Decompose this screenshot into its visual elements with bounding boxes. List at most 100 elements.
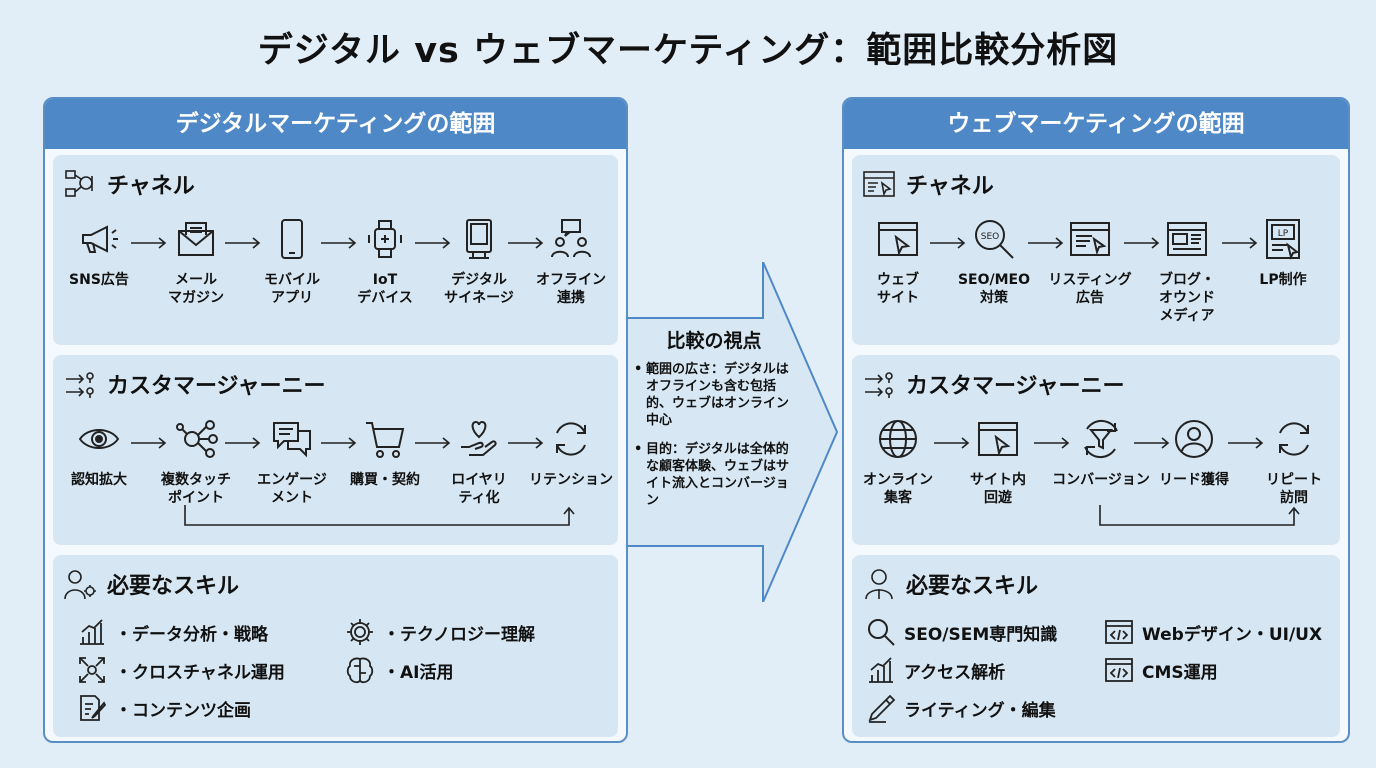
comparison-title: 比較の視点 (666, 330, 762, 352)
step-label: ロイヤリ ティ化 (451, 472, 507, 506)
flow-arrow (225, 437, 261, 449)
step-label: LP制作 (1259, 272, 1307, 288)
seo-magnifier-icon: SEO (975, 220, 1014, 259)
code-window-icon (1105, 620, 1133, 644)
web-skills-section: 必要なスキル SEO/SEM専門知識 Webデザイン・UI/UX アクセス解析 … (852, 555, 1340, 737)
skill-writing-editing: ライティング・編集 (866, 693, 1056, 723)
eye-icon (78, 429, 120, 449)
cross-channel-icon (79, 657, 105, 683)
step-awareness: 認知拡大 (53, 417, 145, 489)
step-lp-production: LP LP制作 (1237, 217, 1329, 289)
step-label: メール マガジン (168, 272, 224, 306)
flow-arrow (415, 237, 451, 249)
step-mail-magazine: メール マガジン (150, 217, 242, 307)
skill-label: SEO/SEM専門知識 (904, 624, 1058, 645)
browser-window-icon (863, 171, 895, 197)
step-conversion: コンバージョン (1046, 417, 1156, 489)
skill-label: ・コンテンツ企画 (115, 700, 251, 721)
comparison-point: •範囲の広さ：デジタルはオフラインも含む包括的、ウェブはオンライン中心 (634, 361, 794, 429)
digital-skills-section: 必要なスキル ・データ分析・戦略 ・テクノロジー理解 ・クロスチャネル運用 ・A… (53, 555, 618, 737)
refresh-icon (556, 422, 586, 456)
browser-cursor-icon (878, 222, 918, 257)
comparison-box: 比較の視点 •範囲の広さ：デジタルはオフラインも含む包括的、ウェブはオンライン中… (634, 326, 794, 521)
lp-icon: LP (1266, 219, 1300, 260)
digital-journey-section: カスタマージャーニー 認知拡大 複数タッチ ポイント エンゲージ メント 購買・… (53, 355, 618, 545)
loop-arrow (184, 505, 575, 526)
comparison-point: •目的：デジタルは全体的な顧客体験、ウェブはサイト流入とコンバージョン (634, 441, 794, 509)
chat-bubbles-icon (273, 422, 311, 458)
step-loyalty: ロイヤリ ティ化 (433, 417, 525, 507)
skill-access-analysis: アクセス解析 (866, 655, 1005, 685)
step-label: IoT デバイス (357, 272, 413, 306)
brain-icon (346, 657, 374, 684)
skill-content-planning: ・コンテンツ企画 (77, 693, 251, 723)
step-label: サイト内 回遊 (970, 472, 1026, 506)
comparison-arrow (627, 262, 839, 602)
flow-arrow (934, 437, 970, 449)
step-label: ウェブ サイト (877, 272, 919, 306)
step-repeat-visit: リピート 訪問 (1248, 417, 1340, 507)
person-icon (865, 569, 893, 600)
step-label: エンゲージ メント (257, 472, 327, 506)
magnifier-icon (868, 619, 895, 646)
journey-route-icon (865, 372, 893, 398)
ad-listing-icon (1070, 222, 1110, 256)
comparison-point-text: 範囲の広さ：デジタルはオフラインも含む包括的、ウェブはオンライン中心 (646, 362, 790, 428)
skill-technology: ・テクノロジー理解 (345, 617, 535, 647)
comparison-point-text: 目的：デジタルは全体的な顧客体験、ウェブはサイト流入とコンバージョン (646, 442, 790, 508)
heart-hand-icon (461, 420, 497, 456)
section-title: カスタマージャーニー (906, 374, 1125, 399)
flow-arrow (1134, 437, 1170, 449)
step-engagement: エンゲージ メント (246, 417, 338, 507)
bar-chart-icon (869, 657, 893, 683)
skill-label: ライティング・編集 (904, 700, 1056, 721)
signage-icon (466, 219, 492, 259)
skill-label: ・AI活用 (383, 662, 454, 683)
web-channel-section: チャネル ウェブ サイト SEO SEO/MEO 対策 リスティング 広告 ブロ… (852, 155, 1340, 345)
step-label: デジタル サイネージ (444, 272, 514, 306)
step-label: SEO/MEO 対策 (957, 272, 1031, 306)
channel-network-icon (65, 170, 93, 197)
people-chat-icon (551, 219, 591, 258)
step-label: SNS広告 (69, 272, 129, 288)
bar-chart-icon (80, 619, 104, 645)
gear-icon (347, 619, 373, 645)
flow-arrow (1034, 437, 1070, 449)
flow-arrow (1228, 437, 1264, 449)
section-title: チャネル (906, 174, 994, 199)
skill-seo-sem: SEO/SEM専門知識 (866, 617, 1057, 647)
step-seo-meo: SEO SEO/MEO 対策 (948, 217, 1040, 307)
skill-data-analysis: ・データ分析・戦略 (77, 617, 268, 647)
browser-cursor-icon (978, 422, 1018, 457)
smartwatch-icon (368, 220, 402, 258)
flow-arrow (1222, 237, 1258, 249)
skill-label: ・テクノロジー理解 (383, 624, 535, 645)
step-online-acquisition: オンライン 集客 (852, 417, 944, 507)
step-owned-media: ブログ・ オウンド メディア (1141, 217, 1233, 325)
skill-label: CMS運用 (1142, 662, 1218, 683)
step-offline-link: オフライン 連携 (525, 217, 617, 307)
globe-icon (879, 420, 917, 458)
step-retention: リテンション (525, 417, 617, 489)
web-marketing-panel: ウェブマーケティングの範囲 チャネル ウェブ サイト SEO SEO/MEO 対… (842, 97, 1350, 743)
section-title: 必要なスキル (906, 574, 1039, 599)
svg-text:LP: LP (1278, 229, 1289, 239)
skill-label: アクセス解析 (904, 662, 1006, 683)
step-label: オフライン 連携 (536, 272, 606, 306)
person-skills-icon (64, 570, 96, 600)
step-lead-acquisition: リード獲得 (1148, 417, 1240, 489)
document-pen-icon (80, 695, 107, 721)
step-label: オンライン 集客 (863, 472, 933, 506)
step-label: ブログ・ オウンド メディア (1159, 272, 1215, 324)
svg-text:SEO: SEO (981, 232, 999, 242)
step-label: リテンション (529, 472, 613, 488)
envelope-icon (178, 222, 214, 256)
section-title: 必要なスキル (107, 574, 240, 599)
flow-arrow (131, 237, 167, 249)
step-label: リスティング 広告 (1048, 272, 1132, 306)
digital-marketing-panel: デジタルマーケティングの範囲 チャネル SNS広告 メール マガジン モバイル … (43, 97, 628, 743)
step-mobile-app: モバイル アプリ (246, 217, 338, 307)
step-multi-touchpoint: 複数タッチ ポイント (150, 417, 242, 507)
step-digital-signage: デジタル サイネージ (433, 217, 525, 307)
digital-channel-section: チャネル SNS広告 メール マガジン モバイル アプリ IoT デバイス (53, 155, 618, 345)
